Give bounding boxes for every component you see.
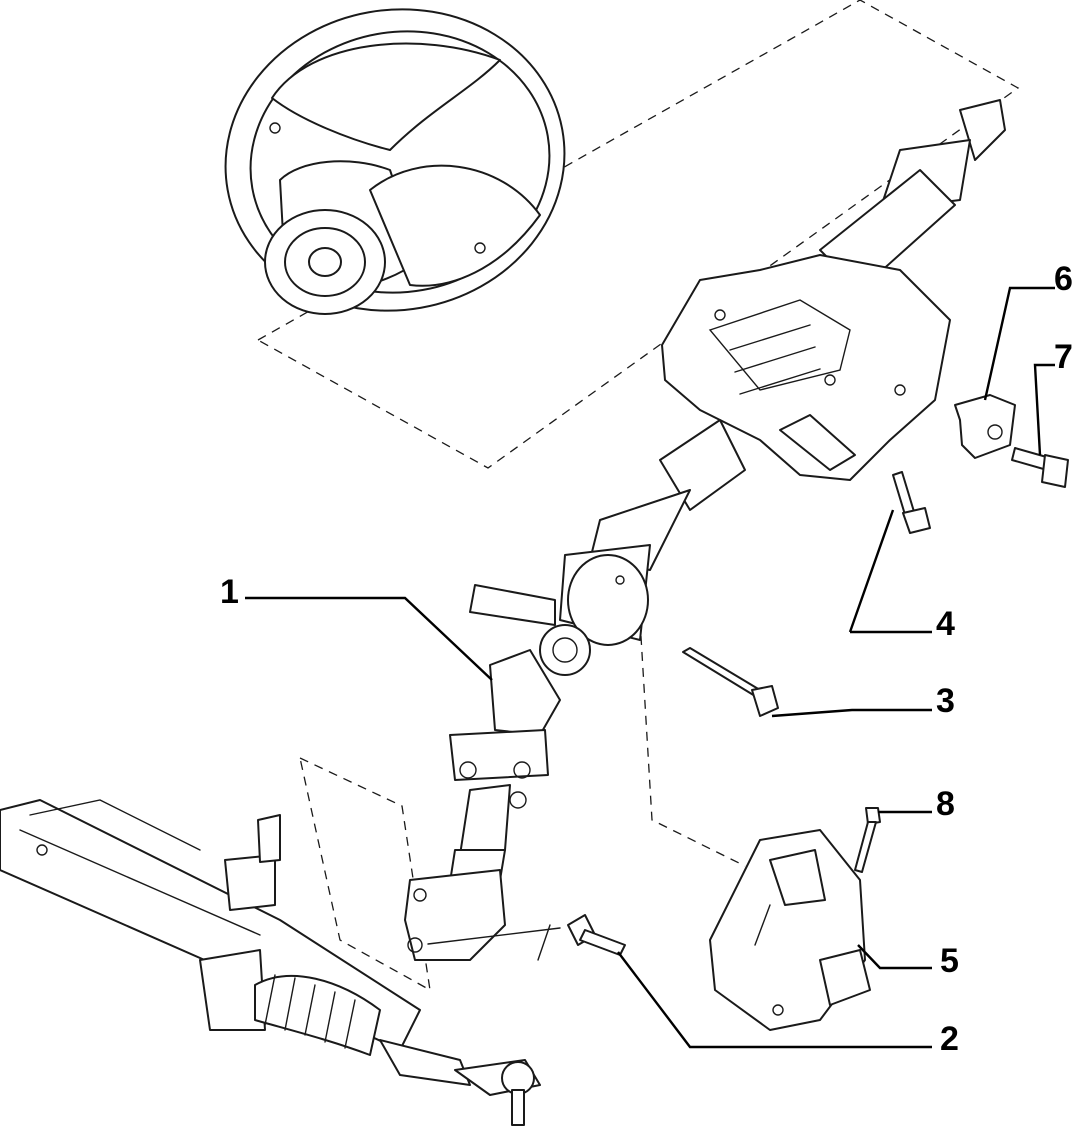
leader-2 <box>617 951 932 1049</box>
part-2-shaft-leader <box>427 927 561 945</box>
bolt-part-7 <box>1011 447 1069 488</box>
lower-shaft-dash-line <box>639 619 746 867</box>
leader-4-b <box>848 509 895 633</box>
leader-7 <box>1033 363 1055 456</box>
intermediate-shaft <box>404 624 591 961</box>
leader-6 <box>983 286 1055 401</box>
long-bolt-part-3 <box>682 647 779 717</box>
callout-5: 5 <box>940 942 959 980</box>
callout-2: 2 <box>940 1020 959 1058</box>
steering-rack <box>0 799 541 1126</box>
ignition-switch-part-5 <box>709 829 871 1031</box>
callout-7: 7 <box>1054 338 1073 376</box>
callout-8: 8 <box>936 785 955 823</box>
leader-1 <box>245 596 493 681</box>
leader-5 <box>857 944 932 970</box>
cut-line <box>537 924 551 961</box>
steering-wheel <box>224 8 566 315</box>
bolt-part-8 <box>854 807 881 873</box>
clip-part-6 <box>954 394 1016 459</box>
steering-wheel-assembly-outline <box>256 0 1020 469</box>
bolt-part-4 <box>892 471 931 534</box>
leader-3 <box>771 708 932 718</box>
callout-3: 3 <box>936 682 955 720</box>
callout-4: 4 <box>936 605 955 643</box>
callout-1: 1 <box>220 573 239 611</box>
bolt-part-2 <box>567 914 626 956</box>
callout-6: 6 <box>1054 260 1073 298</box>
steering-column <box>469 99 1006 646</box>
